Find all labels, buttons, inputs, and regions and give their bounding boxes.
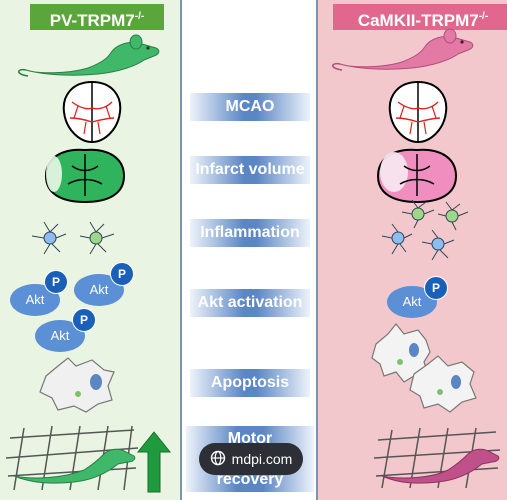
step-infarct-volume: Infarct volume xyxy=(190,156,310,184)
phospho-badge-left-3: P xyxy=(72,308,96,332)
up-arrow-icon xyxy=(136,431,172,493)
microglia-icon-right xyxy=(381,199,469,261)
globe-icon xyxy=(210,450,226,469)
grid-walk-icon-left xyxy=(5,425,139,491)
phospho-badge-right: P xyxy=(424,276,448,300)
apoptotic-cells-icon-right xyxy=(371,323,477,413)
right-title: CaMKII-TRPM7-/- xyxy=(333,4,507,30)
brain-slice-icon-right xyxy=(376,148,458,204)
step-akt-activation: Akt activation xyxy=(190,289,310,317)
left-title: PV-TRPM7-/- xyxy=(30,4,164,30)
brain-vessels-icon-left xyxy=(62,80,122,144)
microglia-icon-left xyxy=(31,221,115,255)
center-panel xyxy=(180,0,318,500)
step-apoptosis: Apoptosis xyxy=(190,369,310,397)
grid-walk-icon-right xyxy=(373,427,501,489)
phospho-badge-left-1: P xyxy=(44,270,68,294)
mdpi-badge[interactable]: mdpi.com xyxy=(199,443,303,475)
step-inflammation: Inflammation xyxy=(190,219,310,247)
brain-slice-icon-left xyxy=(44,148,126,204)
green-mouse-icon xyxy=(18,34,160,77)
pink-mouse-icon xyxy=(332,28,474,71)
apoptotic-cell-icon-left xyxy=(39,357,115,413)
brain-vessels-icon-right xyxy=(388,80,448,144)
phospho-badge-left-2: P xyxy=(110,262,134,286)
badge-label: mdpi.com xyxy=(231,451,293,467)
step-mcao: MCAO xyxy=(190,93,310,121)
